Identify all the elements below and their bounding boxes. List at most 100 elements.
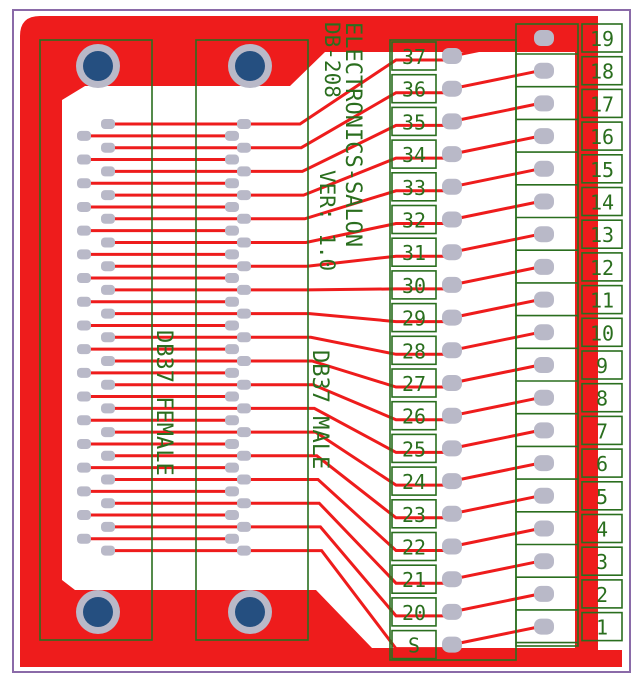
- terminal-label-5: 5: [596, 485, 608, 509]
- female-pin-pad: [101, 237, 115, 248]
- trace: [451, 625, 541, 647]
- terminal-pad: [534, 520, 554, 537]
- female-pin-pad: [77, 249, 91, 260]
- trace: [451, 527, 541, 548]
- terminal-label-32: 32: [402, 209, 426, 233]
- terminal-label-21: 21: [402, 568, 426, 592]
- terminal-label-box: [581, 121, 623, 151]
- terminal-pad: [534, 487, 554, 504]
- terminal-pad: [442, 375, 462, 391]
- terminal-label-box: [391, 106, 437, 137]
- terminal-pad: [534, 193, 554, 210]
- female-pin-pad: [101, 474, 115, 485]
- male-pin-pad: [225, 249, 239, 260]
- female-pin-pad: [77, 510, 91, 521]
- female-pin-pad: [77, 130, 91, 141]
- terminal-label-31: 31: [402, 241, 426, 265]
- part-label: DB-208: [320, 22, 344, 98]
- male-connector-outline: [195, 39, 309, 641]
- male-pin-pad: [237, 284, 251, 295]
- male-pin-pad: [237, 450, 251, 461]
- female-pin-pad: [101, 427, 115, 438]
- terminal-label-box: [581, 513, 623, 544]
- trace: [112, 501, 452, 585]
- female-pin-pad: [101, 190, 115, 201]
- terminal-label-13: 13: [590, 223, 614, 247]
- male-pin-pad: [237, 545, 251, 556]
- terminal-pad: [534, 258, 554, 275]
- terminal-label-box: [391, 433, 437, 464]
- female-pin-pad: [101, 498, 115, 509]
- terminal-pad: [534, 30, 554, 46]
- female-pin-pad: [77, 273, 91, 284]
- male-connector-label: DB37 MALE: [307, 350, 332, 469]
- trace: [451, 101, 541, 123]
- terminal-label-box: [581, 415, 623, 446]
- trace: [451, 559, 541, 581]
- trace: [112, 383, 452, 422]
- male-pin-pad: [225, 225, 239, 236]
- terminal-label-16: 16: [590, 125, 614, 149]
- terminal-pad: [442, 538, 462, 555]
- female-pin-pad: [101, 332, 115, 343]
- terminal-label-24: 24: [402, 470, 426, 494]
- terminal-label-22: 22: [402, 536, 426, 560]
- female-connector-label: DB37 FEMALE: [151, 330, 176, 476]
- male-pin-pad: [225, 533, 239, 544]
- terminal-label-20: 20: [402, 601, 426, 625]
- terminal-pad: [534, 95, 554, 112]
- terminal-label-box: [391, 629, 437, 660]
- female-pin-pad: [101, 356, 115, 366]
- female-pin-pad: [101, 119, 115, 129]
- female-pin-pad: [101, 284, 115, 295]
- terminal-pad: [534, 226, 554, 243]
- terminal-pad: [442, 48, 462, 64]
- female-pin-pad: [101, 403, 115, 414]
- male-pin-pad: [225, 130, 239, 141]
- trace: [112, 123, 452, 173]
- terminal-label-2: 2: [596, 583, 608, 607]
- male-pin-pad: [225, 415, 239, 426]
- trace: [451, 134, 541, 156]
- male-pin-pad: [237, 379, 251, 390]
- terminal-label-23: 23: [402, 503, 426, 527]
- terminal-label-box: [581, 23, 623, 53]
- male-pin-pad: [225, 486, 239, 497]
- terminal-label-box: [581, 252, 623, 282]
- trace: [112, 312, 452, 324]
- male-pin-pad: [237, 190, 251, 201]
- terminal-label-box: [391, 139, 437, 169]
- terminal-label-8: 8: [596, 387, 608, 411]
- terminal-label-box: [581, 186, 623, 217]
- terminal-label-7: 7: [596, 419, 608, 443]
- female-pin-pad: [101, 521, 115, 532]
- male-pin-pad: [225, 296, 239, 307]
- male-pin-pad: [237, 427, 251, 438]
- terminal-label-19: 19: [590, 27, 614, 51]
- female-pin-pad: [77, 533, 91, 544]
- terminal-label-30: 30: [402, 274, 426, 298]
- terminal-label-35: 35: [402, 110, 426, 134]
- male-pin-pad: [237, 308, 251, 319]
- trace: [451, 232, 541, 254]
- trace: [112, 58, 452, 126]
- terminal-label-box: [581, 317, 623, 348]
- silkscreen-layer: [39, 23, 623, 661]
- terminal-label-box: [581, 154, 623, 184]
- female-pin-pad: [77, 486, 91, 497]
- terminal-label-box: [581, 284, 623, 315]
- terminal-label-box: [581, 611, 623, 642]
- trace: [112, 454, 452, 520]
- trace: [451, 428, 541, 450]
- terminal-pad: [442, 473, 462, 490]
- male-pin-pad: [225, 178, 239, 189]
- trace: [451, 363, 541, 385]
- brand-label: ELECTRONICS-SALON: [340, 22, 365, 247]
- terminal-pad: [442, 309, 462, 326]
- female-pin-pad: [101, 213, 115, 224]
- terminal-pad: [442, 407, 462, 424]
- terminal-pad: [442, 146, 462, 163]
- terminal-label-box: [581, 219, 623, 249]
- terminal-pad: [534, 585, 554, 602]
